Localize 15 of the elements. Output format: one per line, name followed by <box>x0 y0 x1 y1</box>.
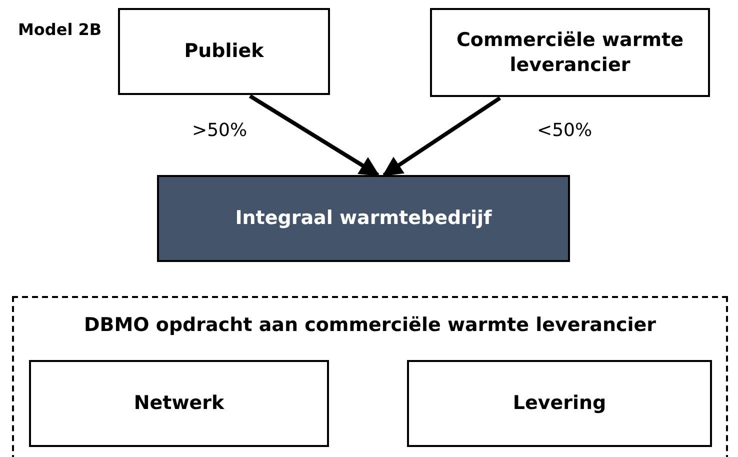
entity-box <box>157 175 570 262</box>
diagram-title: Model 2B <box>18 20 102 39</box>
process-box <box>407 360 712 447</box>
node-label: Integraal warmtebedrijf <box>235 206 492 231</box>
arrow <box>248 94 380 177</box>
arrow <box>382 96 502 177</box>
node-label: Publiek <box>184 39 264 64</box>
group-heading: DBMO opdracht aan commerciële warmte leverancier <box>82 313 658 338</box>
node-label: Levering <box>512 391 606 416</box>
process-box <box>118 8 330 95</box>
group-container <box>12 296 728 457</box>
node-label: Commerciële warmte leverancier <box>455 28 685 78</box>
process-box <box>29 360 329 447</box>
process-box <box>430 8 710 97</box>
node-label: Netwerk <box>134 391 224 416</box>
